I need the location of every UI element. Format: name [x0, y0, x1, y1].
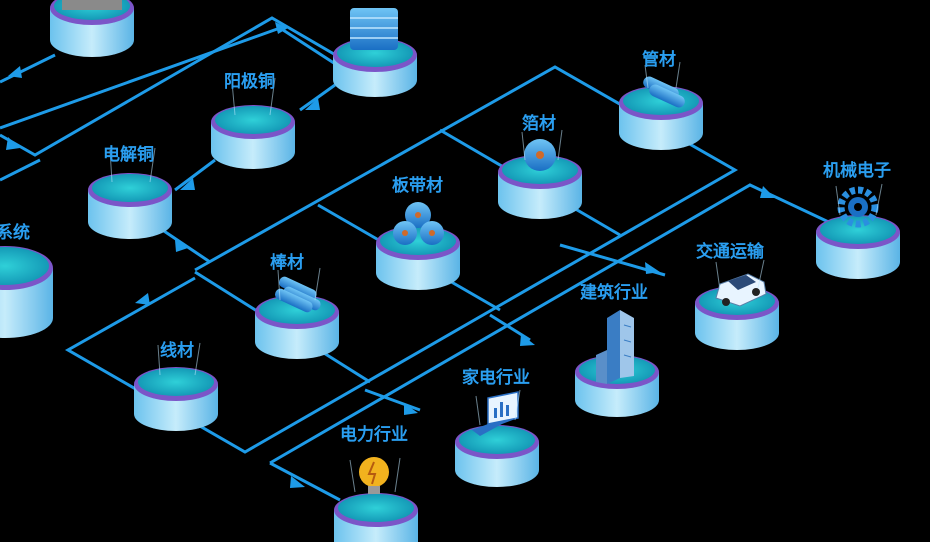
pedestal-top-left: [50, 0, 134, 57]
label-wire: 线材: [160, 340, 194, 361]
node-foil: [498, 129, 582, 219]
building-icon: [596, 310, 634, 384]
pedestal-cathode-stack: [333, 8, 417, 97]
node-power-industry: [334, 457, 418, 542]
node-rod: [255, 267, 339, 359]
foil-roll-icon: [524, 139, 556, 171]
label-construction: 建筑行业: [580, 282, 648, 303]
label-power-industry: 电力行业: [340, 424, 408, 445]
node-transportation: [695, 259, 779, 350]
label-tube: 管材: [642, 49, 676, 70]
label-electrolytic-copper: 电解铜: [103, 144, 154, 165]
car-icon: [715, 273, 767, 307]
label-rod: 棒材: [270, 252, 304, 273]
label-transportation: 交通运输: [696, 241, 765, 262]
copper-plate-stack-icon: [350, 8, 398, 50]
coil-stack-icon: [393, 202, 444, 245]
label-home-appliance: 家电行业: [462, 367, 530, 388]
label-foil: 箔材: [522, 113, 556, 134]
node-home-appliance: [455, 389, 539, 487]
gear-icon: [837, 186, 879, 228]
node-plate-strip: [376, 202, 460, 290]
node-mechanical-electronics: [816, 183, 900, 279]
label-system: 系统: [0, 222, 30, 243]
lightbulb-icon: [359, 457, 389, 494]
label-mechanical-electronics: 机械电子: [823, 160, 891, 181]
node-electrolytic-copper: [88, 147, 172, 239]
label-anode-copper: 阳极铜: [224, 71, 275, 92]
node-system: [0, 246, 53, 338]
flow-arrows: [6, 22, 775, 488]
node-anode-copper: [211, 77, 295, 169]
node-wire: [134, 342, 218, 431]
node-construction: [575, 310, 659, 417]
label-plate-strip: 板带材: [392, 175, 443, 196]
laptop-icon: [472, 391, 519, 436]
pipe-bundle-icon: [643, 76, 685, 108]
rod-bundle-icon: [274, 276, 321, 313]
node-tube: [619, 61, 703, 150]
